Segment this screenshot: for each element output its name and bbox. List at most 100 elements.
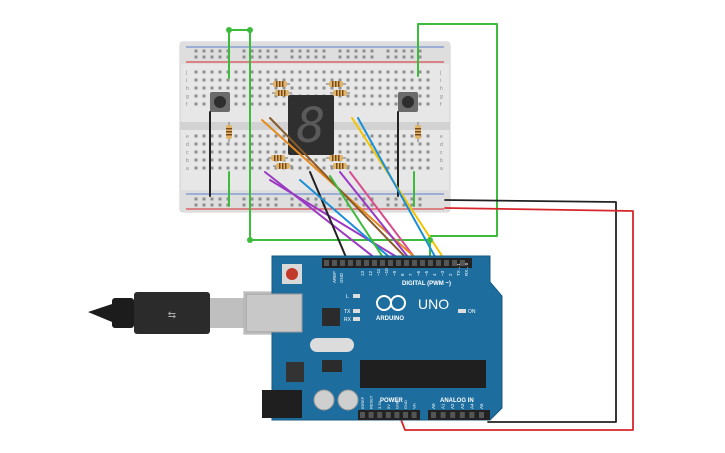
breadboard-hole[interactable] — [418, 158, 422, 162]
rail-hole[interactable] — [314, 49, 318, 53]
breadboard-hole[interactable] — [354, 70, 358, 74]
breadboard-hole[interactable] — [330, 166, 334, 170]
breadboard-hole[interactable] — [314, 158, 318, 162]
breadboard-hole[interactable] — [282, 134, 286, 138]
breadboard-hole[interactable] — [266, 158, 270, 162]
breadboard-hole[interactable] — [250, 150, 254, 154]
rail-hole[interactable] — [290, 197, 294, 201]
rail-hole[interactable] — [242, 197, 246, 201]
breadboard-hole[interactable] — [354, 158, 358, 162]
breadboard-hole[interactable] — [250, 78, 254, 82]
breadboard-hole[interactable] — [234, 134, 238, 138]
breadboard-hole[interactable] — [410, 158, 414, 162]
breadboard-hole[interactable] — [338, 134, 342, 138]
breadboard-hole[interactable] — [242, 94, 246, 98]
breadboard-hole[interactable] — [378, 78, 382, 82]
breadboard-hole[interactable] — [394, 142, 398, 146]
breadboard-hole[interactable] — [410, 150, 414, 154]
breadboard-hole[interactable] — [226, 150, 230, 154]
rail-hole[interactable] — [362, 197, 366, 201]
breadboard-hole[interactable] — [394, 86, 398, 90]
rail-hole[interactable] — [394, 203, 398, 207]
header-pin[interactable] — [459, 412, 465, 418]
breadboard-hole[interactable] — [354, 102, 358, 106]
rail-hole[interactable] — [394, 197, 398, 201]
breadboard-hole[interactable] — [194, 86, 198, 90]
breadboard-hole[interactable] — [338, 86, 342, 90]
breadboard-hole[interactable] — [378, 86, 382, 90]
header-pin[interactable] — [348, 260, 353, 266]
breadboard-hole[interactable] — [282, 150, 286, 154]
rail-hole[interactable] — [218, 197, 222, 201]
header-pin[interactable] — [479, 412, 484, 418]
breadboard-hole[interactable] — [362, 94, 366, 98]
rail-hole[interactable] — [298, 203, 302, 207]
header-pin[interactable] — [444, 260, 449, 266]
breadboard-hole[interactable] — [210, 86, 214, 90]
breadboard-hole[interactable] — [370, 70, 374, 74]
breadboard-hole[interactable] — [274, 70, 278, 74]
breadboard-hole[interactable] — [242, 70, 246, 74]
breadboard-hole[interactable] — [346, 70, 350, 74]
breadboard-hole[interactable] — [250, 102, 254, 106]
breadboard-hole[interactable] — [242, 142, 246, 146]
rail-hole[interactable] — [210, 49, 214, 53]
breadboard-hole[interactable] — [274, 94, 278, 98]
breadboard-hole[interactable] — [210, 166, 214, 170]
breadboard-hole[interactable] — [322, 86, 326, 90]
breadboard-hole[interactable] — [202, 94, 206, 98]
header-pin[interactable] — [380, 260, 385, 266]
header-pin[interactable] — [360, 412, 365, 418]
breadboard-hole[interactable] — [410, 166, 414, 170]
breadboard-hole[interactable] — [242, 150, 246, 154]
breadboard-hole[interactable] — [378, 142, 382, 146]
breadboard-hole[interactable] — [242, 134, 246, 138]
header-pin[interactable] — [469, 412, 475, 418]
breadboard-hole[interactable] — [386, 70, 390, 74]
breadboard-hole[interactable] — [306, 78, 310, 82]
breadboard-hole[interactable] — [234, 150, 238, 154]
breadboard-hole[interactable] — [282, 102, 286, 106]
breadboard-hole[interactable] — [250, 94, 254, 98]
breadboard-hole[interactable] — [410, 70, 414, 74]
rail-hole[interactable] — [386, 55, 390, 59]
breadboard-hole[interactable] — [338, 150, 342, 154]
breadboard-hole[interactable] — [266, 166, 270, 170]
header-pin[interactable] — [440, 412, 446, 418]
rail-hole[interactable] — [354, 49, 358, 53]
breadboard-hole[interactable] — [370, 94, 374, 98]
rail-hole[interactable] — [402, 55, 406, 59]
rail-hole[interactable] — [218, 203, 222, 207]
rail-hole[interactable] — [298, 55, 302, 59]
rail-hole[interactable] — [194, 55, 198, 59]
header-pin[interactable] — [411, 412, 417, 418]
header-pin[interactable] — [340, 260, 345, 266]
breadboard-hole[interactable] — [394, 102, 398, 106]
breadboard-hole[interactable] — [218, 86, 222, 90]
breadboard-hole[interactable] — [218, 166, 222, 170]
header-pin[interactable] — [385, 412, 391, 418]
breadboard-hole[interactable] — [402, 150, 406, 154]
breadboard-hole[interactable] — [242, 86, 246, 90]
breadboard-hole[interactable] — [322, 158, 326, 162]
breadboard-hole[interactable] — [370, 150, 374, 154]
rail-hole[interactable] — [250, 55, 254, 59]
breadboard-hole[interactable] — [370, 86, 374, 90]
rail-hole[interactable] — [306, 49, 310, 53]
breadboard-hole[interactable] — [402, 166, 406, 170]
breadboard-hole[interactable] — [394, 78, 398, 82]
breadboard-hole[interactable] — [202, 86, 206, 90]
rail-hole[interactable] — [370, 55, 374, 59]
breadboard-hole[interactable] — [386, 86, 390, 90]
breadboard-hole[interactable] — [394, 158, 398, 162]
breadboard-hole[interactable] — [226, 142, 230, 146]
breadboard-hole[interactable] — [306, 70, 310, 74]
breadboard-hole[interactable] — [258, 166, 262, 170]
breadboard-hole[interactable] — [378, 94, 382, 98]
breadboard-hole[interactable] — [218, 78, 222, 82]
rail-hole[interactable] — [338, 197, 342, 201]
header-pin[interactable] — [332, 260, 337, 266]
rail-hole[interactable] — [394, 49, 398, 53]
breadboard-hole[interactable] — [210, 78, 214, 82]
breadboard-hole[interactable] — [226, 86, 230, 90]
